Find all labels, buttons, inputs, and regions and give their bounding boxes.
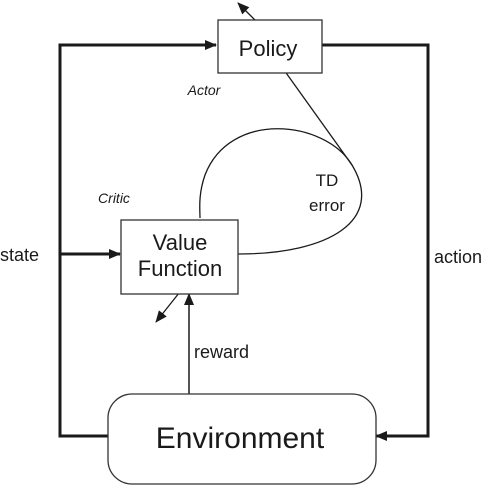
td-label-line2: error — [309, 196, 345, 215]
td-error-curve — [199, 128, 363, 255]
td-label-line1: TD — [316, 171, 339, 190]
value-function-label-line2: Function — [138, 256, 222, 281]
environment-box — [107, 393, 377, 485]
value-function-label-line1: Value — [153, 230, 208, 255]
state-label: state — [0, 245, 39, 265]
policy-box — [217, 19, 323, 74]
action-label: action — [434, 247, 482, 267]
policy-update-arrow — [237, 2, 256, 21]
actor-label: Actor — [187, 82, 222, 98]
state-loop-line — [58, 40, 217, 438]
td-to-policy-line — [283, 69, 353, 166]
action-loop-line — [322, 43, 430, 441]
reward-label: reward — [194, 342, 249, 362]
critic-label: Critic — [98, 190, 130, 206]
environment-label: Environment — [156, 422, 325, 455]
policy-label: Policy — [239, 36, 298, 61]
value-function-box — [120, 219, 239, 295]
